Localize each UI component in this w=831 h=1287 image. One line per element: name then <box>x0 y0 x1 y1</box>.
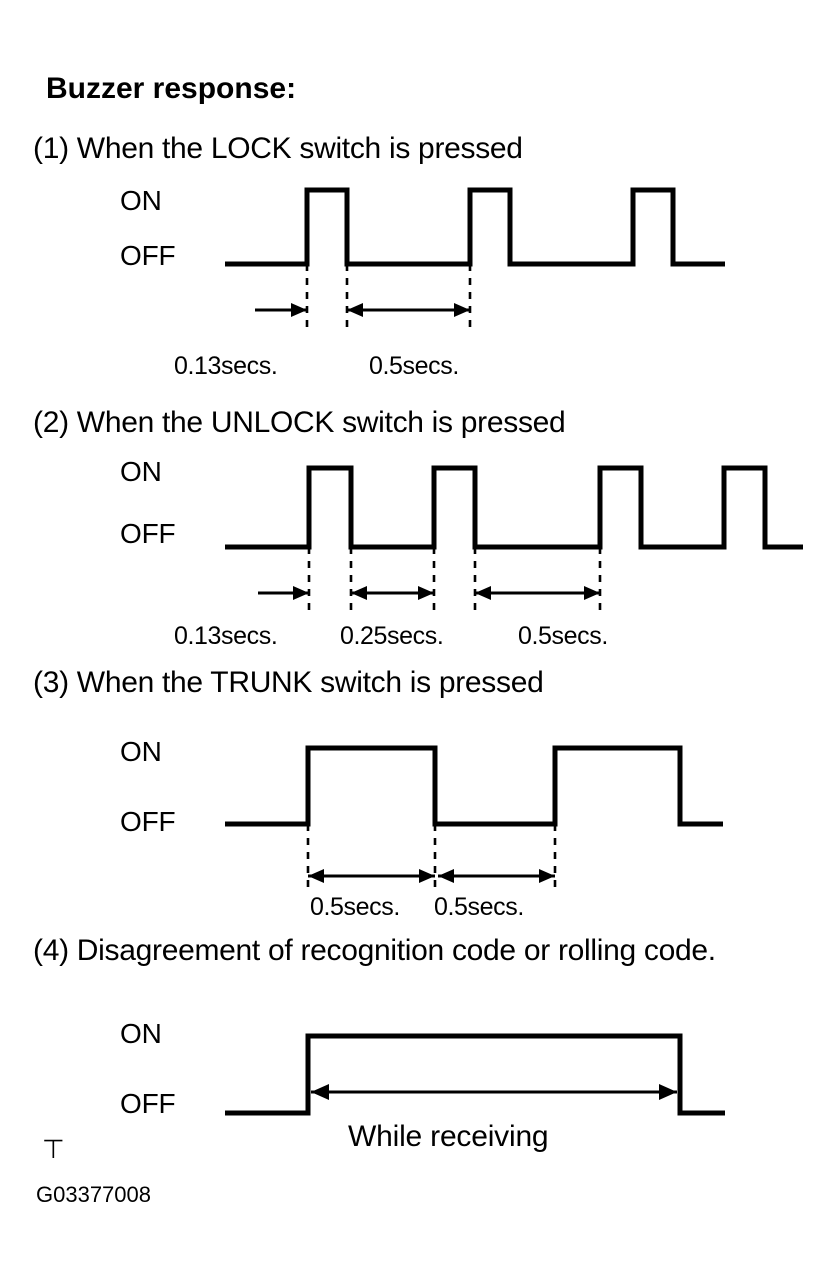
dimension-arrow-0.13secs-1 <box>255 303 307 317</box>
section-heading-3: (3) When the TRUNK switch is pressed <box>33 666 544 699</box>
dimension-label-3-0: 0.5secs. <box>310 893 400 921</box>
axis-label-on-2: ON <box>120 456 162 487</box>
axis-label-on-3: ON <box>120 736 162 767</box>
figure-code: G03377008 <box>36 1182 151 1207</box>
crop-mark-icon: ⊤ <box>42 1134 65 1164</box>
dimension-label-2-2: 0.5secs. <box>518 622 608 650</box>
dimension-label-1-0: 0.13secs. <box>174 352 278 380</box>
dimension-arrow-0.5secs-1 <box>347 303 470 317</box>
axis-label-off-3: OFF <box>120 806 176 837</box>
dimension-label-2-0: 0.13secs. <box>174 622 278 650</box>
axis-label-off-4: OFF <box>120 1088 176 1119</box>
section-heading-2: (2) When the UNLOCK switch is pressed <box>33 406 566 439</box>
axis-label-on-1: ON <box>120 185 162 216</box>
dimension-label-3-1: 0.5secs. <box>434 893 524 921</box>
dimension-arrow-0.5secs-3b <box>438 869 555 883</box>
waveform-2 <box>225 452 810 652</box>
waveform-1 <box>225 176 735 376</box>
dimension-label-2-1: 0.25secs. <box>340 622 444 650</box>
dimension-arrow-0.5secs-3a <box>308 869 435 883</box>
waveform-3 <box>225 728 735 918</box>
dimension-arrow-while-receiving <box>311 1084 677 1100</box>
axis-label-off-1: OFF <box>120 240 176 271</box>
dimension-arrow-0.25secs-2 <box>351 586 434 600</box>
dimension-arrow-0.5secs-2 <box>475 586 600 600</box>
section-heading-1: (1) When the LOCK switch is pressed <box>33 132 523 165</box>
section-heading-4: (4) Disagreement of recognition code or … <box>33 934 716 967</box>
waveform-4 <box>225 1020 735 1140</box>
note-label-while-receiving: While receiving <box>348 1120 549 1153</box>
dimension-label-1-1: 0.5secs. <box>369 352 459 380</box>
axis-label-on-4: ON <box>120 1018 162 1049</box>
page-title: Buzzer response: <box>46 72 297 105</box>
axis-label-off-2: OFF <box>120 518 176 549</box>
dimension-arrow-0.13secs-2 <box>258 586 309 600</box>
